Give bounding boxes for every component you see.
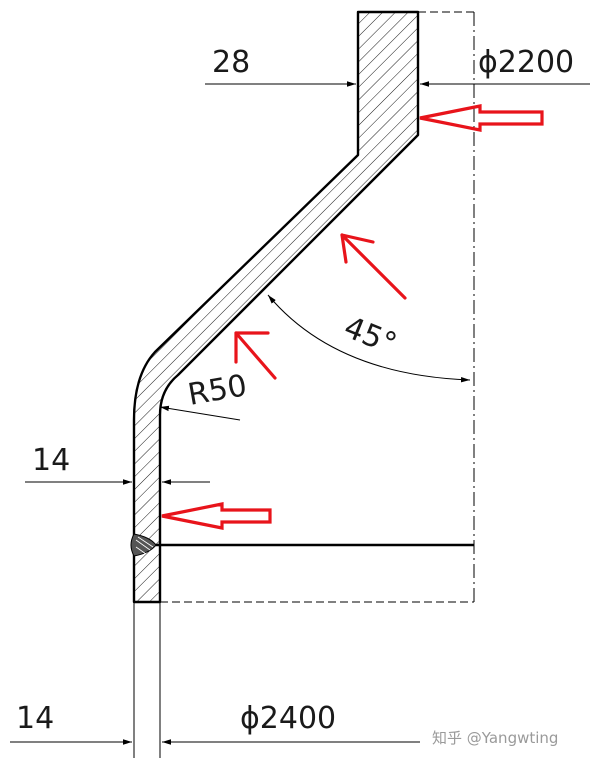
load-arrow-cone-upper xyxy=(340,233,407,300)
load-arrow-top xyxy=(419,104,544,132)
dim-label-bottom-14: 14 xyxy=(16,701,54,736)
dim-label-top-diameter: ϕ2200 xyxy=(478,45,574,80)
dim-label-bottom-diameter: ϕ2400 xyxy=(240,701,336,736)
dim-label-side-14: 14 xyxy=(32,443,70,478)
dimension-side-thickness: 14 xyxy=(25,443,210,485)
weld-symbol-icon xyxy=(130,533,157,557)
arrow-icon xyxy=(234,233,407,380)
arrow-icon xyxy=(161,104,544,530)
load-arrow-bottom xyxy=(161,502,272,530)
dimension-top-thickness: 28 ϕ2200 xyxy=(205,45,590,87)
watermark-text: 知乎 @Yangwting xyxy=(432,729,558,747)
dim-label-28: 28 xyxy=(212,45,250,80)
load-arrow-cone-lower xyxy=(234,331,277,380)
dim-label-radius: R50 xyxy=(185,368,249,413)
dimension-bottom: 14 ϕ2400 xyxy=(10,701,420,745)
dimension-angle: 45° xyxy=(267,294,471,383)
vessel-wall-section xyxy=(132,10,420,604)
